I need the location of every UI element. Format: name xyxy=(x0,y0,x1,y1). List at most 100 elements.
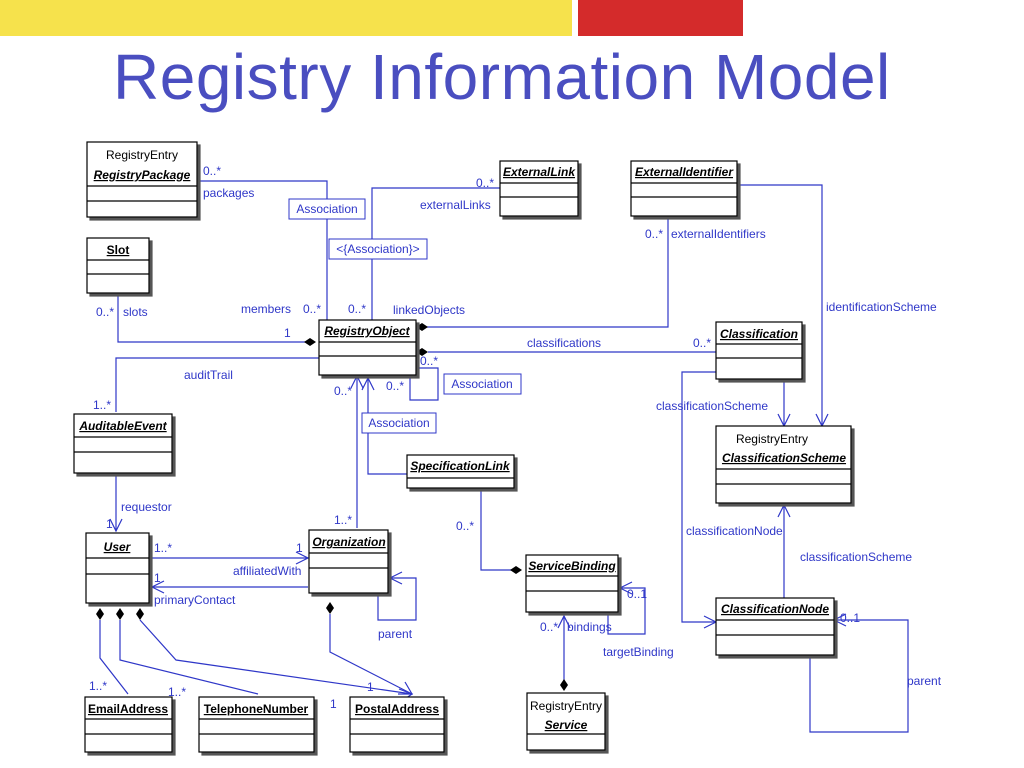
label-classification-scheme: classificationScheme xyxy=(656,399,768,413)
class-classification-node xyxy=(715,597,835,656)
label-parent-org: parent xyxy=(378,627,413,641)
label-requestor-mult: 1 xyxy=(106,517,113,531)
registry-object-self-line xyxy=(409,367,439,401)
label-primary-contact: primaryContact xyxy=(154,593,236,607)
postal-arrow-org xyxy=(398,681,414,695)
label-slots: slots xyxy=(123,305,148,319)
label-speclink-mult: 0..* xyxy=(456,519,474,533)
class-names: RegistryEntry RegistryPackage ExternalLi… xyxy=(78,148,846,732)
label-user-mult: 1..* xyxy=(154,541,172,555)
association-box-1: Association xyxy=(296,202,357,216)
requestor-arrow xyxy=(109,518,123,533)
label-classifications: classifications xyxy=(527,336,601,350)
telephone-line xyxy=(119,620,259,695)
node-parent-line xyxy=(809,619,909,733)
label-ro-one: 1 xyxy=(284,326,291,340)
class-external-link xyxy=(499,160,579,217)
packages-association-line xyxy=(198,180,328,320)
label-pkg-mult: 0..* xyxy=(203,164,221,178)
label-packages: packages xyxy=(203,186,254,200)
class-boxes xyxy=(73,141,852,753)
label-audit-trail: auditTrail xyxy=(184,368,233,382)
postal-address-name: PostalAddress xyxy=(355,702,439,716)
label-members-mult: 0..* xyxy=(303,302,321,316)
linked-objects-line xyxy=(427,218,669,328)
label-external-links: externalLinks xyxy=(420,198,491,212)
class-slot xyxy=(86,237,150,294)
diamond-user-email xyxy=(96,608,104,620)
label-external-identifiers: externalIdentifiers xyxy=(671,227,766,241)
label-bindings-mult: 0..* xyxy=(540,620,558,634)
label-sb-self-mult: 0..1 xyxy=(627,587,647,601)
label-requestor: requestor xyxy=(121,500,172,514)
diamond-linked-objects xyxy=(416,323,428,331)
class-organization xyxy=(308,529,389,594)
class-user xyxy=(85,532,150,604)
email-address-name: EmailAddress xyxy=(88,702,168,716)
affiliated-with-arrow xyxy=(295,551,310,565)
speclink-registry-arrow xyxy=(361,376,375,391)
association-boxes: Association <{Association}> Association … xyxy=(288,198,522,434)
email-line xyxy=(99,620,129,695)
diamond-user-postal xyxy=(136,608,144,620)
identification-scheme-line xyxy=(738,184,823,426)
label-linked-mult: 0..* xyxy=(348,302,366,316)
class-telephone-number xyxy=(198,696,315,753)
classification-scheme-name: ClassificationScheme xyxy=(722,451,846,465)
label-org-mult-one: 1 xyxy=(296,541,303,555)
label-primary-contact-mult: 1 xyxy=(154,571,161,585)
diamond-service xyxy=(560,679,568,691)
diamond-classifications xyxy=(416,348,428,356)
label-classification-scheme-2: classificationScheme xyxy=(800,550,912,564)
association-box-4: Association xyxy=(368,416,429,430)
org-registry-arrow xyxy=(350,374,364,389)
diamond-speclink xyxy=(510,566,522,574)
label-bindings: bindings xyxy=(567,620,612,634)
association-box-2: <{Association}> xyxy=(336,242,419,256)
org-parent-line xyxy=(377,577,417,621)
class-email-address xyxy=(84,696,173,753)
class-classification-scheme xyxy=(715,425,852,504)
label-affiliated-with: affiliatedWith xyxy=(233,564,301,578)
classification-node-name: ClassificationNode xyxy=(721,602,829,616)
speclink-registry-line xyxy=(367,378,410,475)
class-registry-package xyxy=(86,141,198,218)
label-ro-mult-left: 0..* xyxy=(334,384,352,398)
service-stereotype: RegistryEntry xyxy=(530,699,602,713)
label-class-mult: 0..* xyxy=(693,336,711,350)
primary-contact-arrow xyxy=(150,580,165,594)
class-registry-object xyxy=(318,319,417,376)
slot-name: Slot xyxy=(107,243,130,257)
label-extid-mult: 0..* xyxy=(645,227,663,241)
label-target-binding: targetBinding xyxy=(603,645,674,659)
postal-line-org xyxy=(329,614,413,695)
label-identification-scheme: identificationScheme xyxy=(826,300,937,314)
registry-package-stereotype: RegistryEntry xyxy=(106,148,178,162)
registry-package-name: RegistryPackage xyxy=(94,168,191,182)
external-link-name: ExternalLink xyxy=(503,165,576,179)
bindings-arrow xyxy=(557,614,571,629)
slide-title: Registry Information Model xyxy=(113,41,891,113)
classification-name: Classification xyxy=(720,327,798,341)
audit-trail-line xyxy=(115,357,320,412)
label-org-mult-top: 1..* xyxy=(334,513,352,527)
target-binding-line xyxy=(607,587,646,635)
classification-node-line xyxy=(681,371,716,623)
accent-bar-red xyxy=(578,0,743,36)
label-parent-cn: parent xyxy=(907,674,942,688)
classification-scheme-stereotype: RegistryEntry xyxy=(736,432,808,446)
postal-line-user xyxy=(139,619,413,695)
label-classification-node: classificationNode xyxy=(686,524,783,538)
accent-bar-yellow xyxy=(0,0,572,36)
label-cn-self-mult: 0..1 xyxy=(840,611,860,625)
class-service xyxy=(526,692,606,751)
association-box-3: Association xyxy=(451,377,512,391)
class-auditable-event xyxy=(73,413,173,474)
label-ro-self-mult2: 0..* xyxy=(386,379,404,393)
target-binding-arrow xyxy=(618,581,633,595)
telephone-number-name: TelephoneNumber xyxy=(204,702,309,716)
diamond-org-postal xyxy=(326,602,334,614)
label-phone-mult: 1..* xyxy=(168,685,186,699)
class-postal-address xyxy=(349,696,445,753)
composition-diamonds xyxy=(96,323,568,691)
